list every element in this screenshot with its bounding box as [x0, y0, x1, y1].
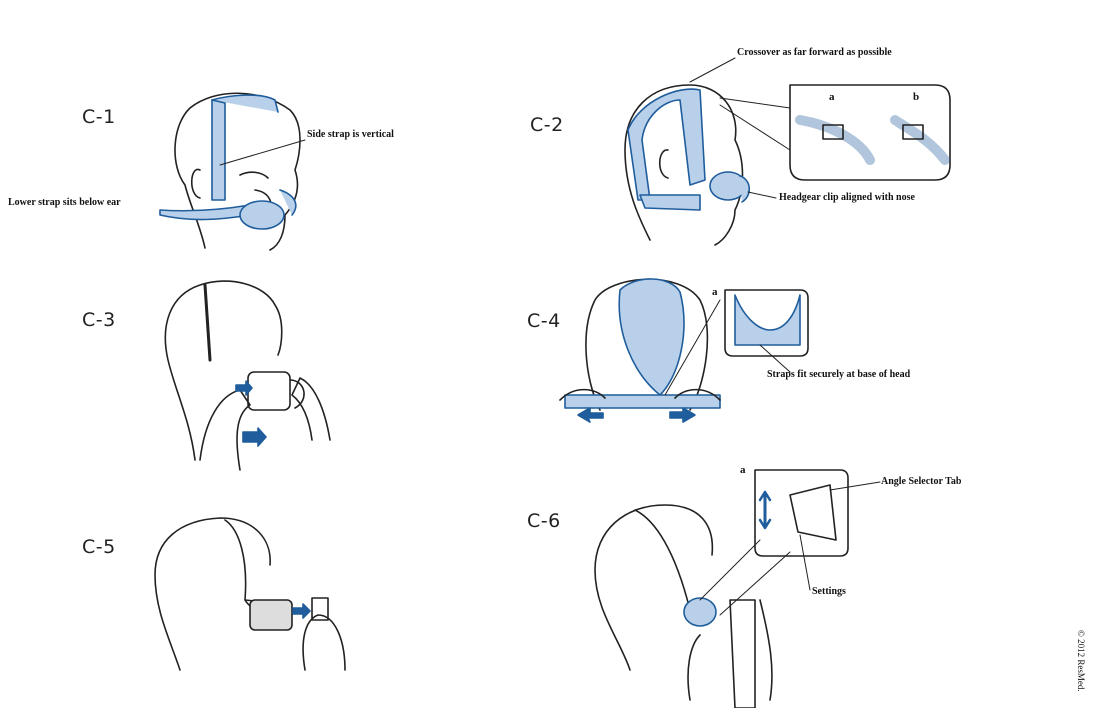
- figure-c1-art: [159, 92, 306, 251]
- figure-label-c1: C-1: [82, 106, 116, 128]
- figure-c6-art: [594, 469, 881, 708]
- inset-label-a-c4: a: [712, 286, 718, 298]
- note-angle-selector-tab: Angle Selector Tab: [881, 476, 962, 487]
- figure-label-c6: C-6: [527, 510, 561, 532]
- inset-label-a-c6: a: [740, 464, 746, 476]
- copyright-text: © 2012 ResMed.: [1076, 630, 1086, 692]
- note-settings: Settings: [812, 586, 846, 597]
- figure-label-c4: C-4: [527, 310, 561, 332]
- figure-label-c2: C-2: [530, 114, 564, 136]
- note-clip-aligned: Headgear clip aligned with nose: [779, 192, 915, 203]
- figure-c3-art: [164, 280, 331, 471]
- inset-label-b: b: [913, 91, 920, 103]
- note-straps-secure: Straps fit securely at base of head: [767, 369, 911, 380]
- figure-label-c5: C-5: [82, 536, 116, 558]
- note-lower-strap: Lower strap sits below ear: [8, 197, 121, 208]
- figure-c5-art: [154, 517, 346, 671]
- figure-c4-art: [559, 278, 809, 423]
- note-side-strap: Side strap is vertical: [307, 129, 394, 140]
- figure-label-c3: C-3: [82, 309, 116, 331]
- figure-c2-art: [624, 57, 951, 246]
- note-crossover: Crossover as far forward as possible: [737, 47, 892, 58]
- inset-label-a: a: [829, 91, 835, 103]
